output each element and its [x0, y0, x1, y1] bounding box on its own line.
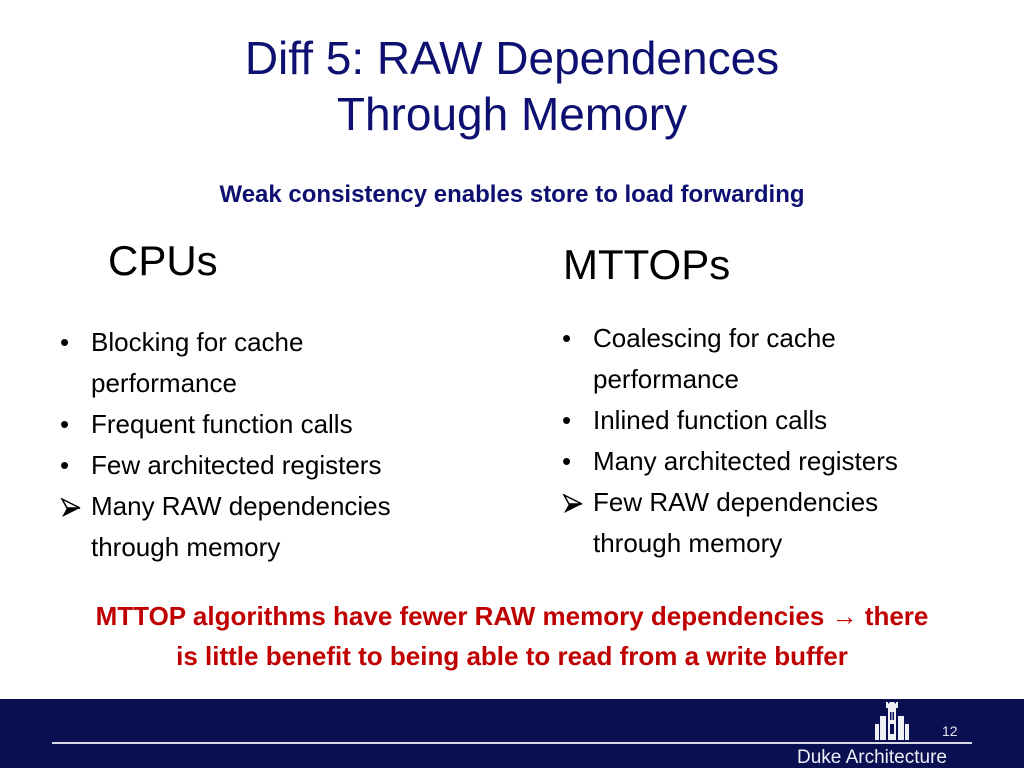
- footer-bar: 12 Duke Architecture: [0, 699, 1024, 768]
- slide-title: Diff 5: RAW Dependences Through Memory: [0, 30, 1024, 142]
- mttops-bullet-list: • Coalescing for cache performance • Inl…: [560, 318, 1000, 564]
- list-item: • Many architected registers: [560, 441, 1000, 482]
- right-arrow-icon: →: [831, 601, 858, 631]
- list-item: • Inlined function calls: [560, 400, 1000, 441]
- slide-title-line1: Diff 5: RAW Dependences: [244, 32, 780, 84]
- slide-subtitle: Weak consistency enables store to load f…: [219, 181, 805, 208]
- list-item: • Blocking for cache performance: [58, 322, 488, 404]
- slide-title-line2: Through Memory: [336, 88, 688, 140]
- bullet-icon: •: [60, 327, 70, 357]
- cpus-heading: CPUs: [108, 237, 218, 284]
- list-item: • Frequent function calls: [58, 404, 488, 445]
- chapel-icon: [875, 702, 909, 740]
- conclusion-line2: is little benefit to being able to read …: [176, 641, 848, 671]
- list-item: • Coalescing for cache performance: [560, 318, 1000, 400]
- bullet-icon: •: [60, 409, 70, 439]
- list-item: • Few architected registers: [58, 445, 488, 486]
- footer-logo-text: Duke Architecture: [797, 747, 947, 768]
- list-item: Few RAW dependencies through memory: [560, 482, 1000, 564]
- list-item: Many RAW dependencies through memory: [58, 486, 488, 568]
- footer-divider: [52, 742, 972, 744]
- bullet-icon: •: [562, 446, 572, 476]
- conclusion-line1: MTTOP algorithms have fewer RAW memory d…: [95, 601, 929, 631]
- bullet-icon: •: [562, 323, 572, 353]
- page-number: 12: [942, 723, 958, 739]
- bullet-icon: •: [60, 450, 70, 480]
- bullet-icon: •: [562, 405, 572, 435]
- cpus-bullet-list: • Blocking for cache performance • Frequ…: [58, 322, 488, 568]
- mttops-heading: MTTOPs: [563, 241, 731, 288]
- conclusion-text: MTTOP algorithms have fewer RAW memory d…: [0, 596, 1024, 676]
